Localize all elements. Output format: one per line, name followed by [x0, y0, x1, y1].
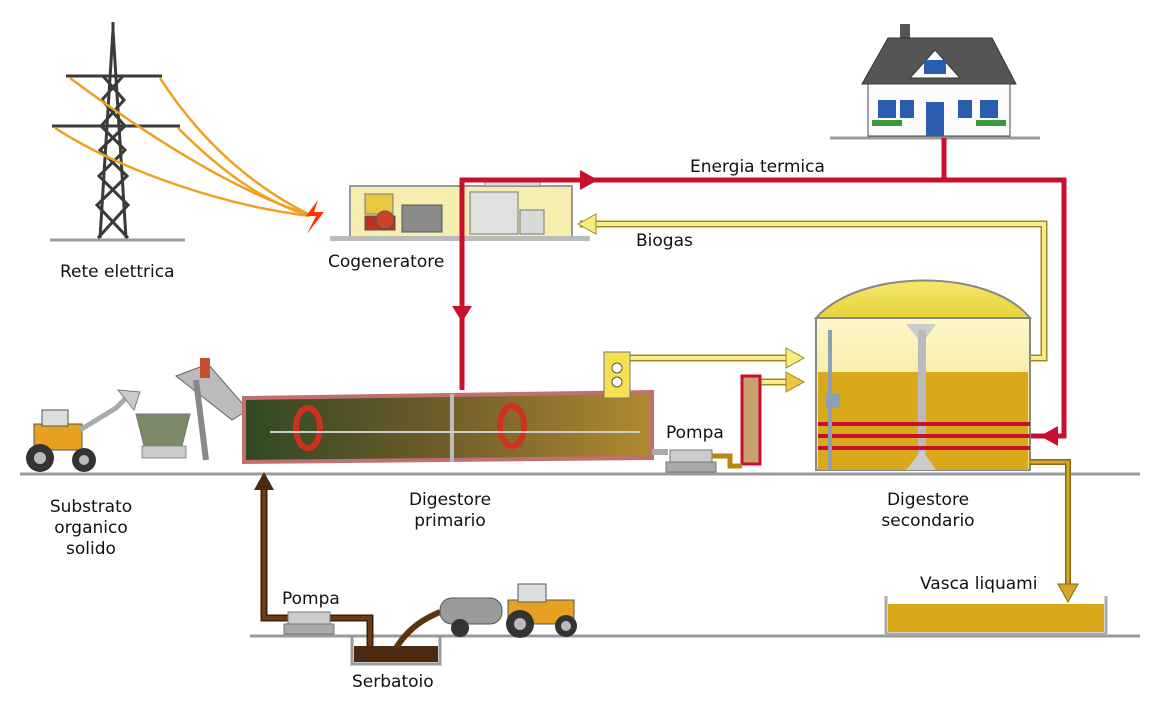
tractor-icon — [26, 389, 141, 472]
ground-lines — [20, 136, 1140, 638]
tanker-tractor-icon — [439, 583, 577, 638]
tank-label: Serbatoio — [352, 672, 434, 692]
manure-arrow-up — [254, 472, 274, 490]
pump-bottom — [283, 611, 335, 635]
grid-label: Rete elettrica — [60, 262, 175, 282]
house-icon — [861, 24, 1017, 137]
heat-exchanger — [712, 374, 762, 469]
power-pylon-icon — [52, 22, 180, 240]
primary-digester-label: Digestore primario — [400, 490, 500, 532]
secondary-digester — [813, 279, 1033, 471]
primary-line-1: Digestore — [408, 490, 492, 510]
secondary-line-1: Digestore — [886, 490, 970, 510]
secondary-line-2: secondario — [881, 511, 975, 531]
heat-arrow — [580, 170, 598, 190]
lightning-spark-icon — [306, 200, 324, 234]
thermal-energy-label: Energia termica — [690, 157, 825, 177]
substrate-line-3: solido — [66, 539, 116, 559]
pump-bottom-label: Pompa — [282, 589, 340, 609]
biogas-arrow-right-2 — [785, 371, 806, 393]
primary-digester — [242, 351, 654, 465]
manure-tank — [350, 609, 442, 666]
digestate-pipe — [1030, 459, 1071, 586]
substrate-line-1: Substrato — [49, 497, 133, 517]
heat-arrow-down — [452, 306, 472, 322]
biogas-label: Biogas — [636, 231, 693, 251]
substrate-label: Substrato organico solido — [44, 497, 138, 560]
slurry-tank-label: Vasca liquami — [920, 574, 1038, 594]
pump-top-label: Pompa — [666, 423, 724, 443]
pump-top — [652, 449, 717, 473]
biogas-arrow-left — [576, 213, 597, 235]
biogas-arrow-right — [785, 347, 806, 369]
digestate-arrow — [1057, 583, 1079, 604]
secondary-digester-label: Digestore secondario — [876, 490, 980, 532]
feed-hopper — [135, 358, 249, 461]
power-lines — [54, 76, 311, 218]
slurry-tank — [884, 596, 1108, 636]
heat-arrow-left — [1040, 426, 1058, 446]
cogenerator-label: Cogeneratore — [328, 252, 445, 272]
primary-line-2: primario — [414, 511, 486, 531]
substrate-line-2: organico — [54, 518, 128, 538]
